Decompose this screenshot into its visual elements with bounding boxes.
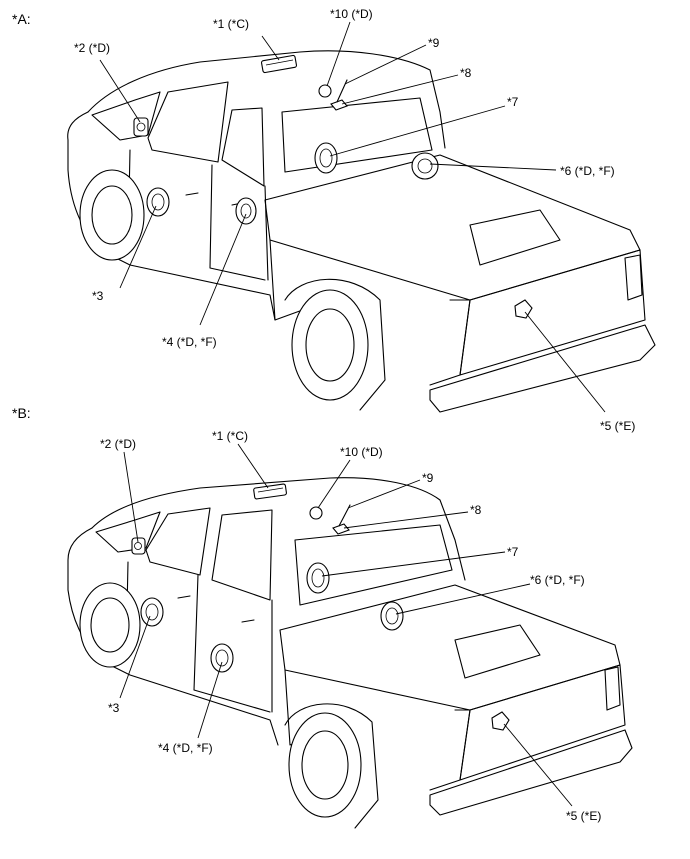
callout-a-5: *5 (*E) (600, 419, 635, 433)
part-b-3-speaker (140, 597, 164, 627)
callout-b-1: *1 (*C) (212, 429, 248, 443)
callout-a-1: *1 (*C) (213, 17, 249, 31)
callout-a-8: *8 (460, 66, 472, 80)
truck-b-roof (91, 477, 466, 581)
part-a-5-sensor (514, 299, 533, 319)
part-b-7-speaker (306, 562, 330, 594)
truck-a-rocker (99, 249, 276, 321)
truck-a-back-glass (281, 97, 433, 173)
callout-a-10: *10 (*D) (330, 7, 373, 21)
part-a-7-speaker (314, 142, 338, 174)
truck-b-rear-wheel (288, 712, 362, 818)
truck-a-fender (284, 278, 386, 411)
callout-a-9: *9 (428, 36, 440, 50)
truck-a-front-window (147, 81, 229, 163)
leaders-a (99, 21, 606, 413)
callout-b-9: *9 (422, 471, 434, 485)
part-b-10-module (309, 506, 323, 520)
callout-b-8: *8 (470, 503, 482, 517)
part-b-4-speaker (210, 643, 234, 673)
truck-b-rocker (99, 659, 279, 746)
section-a-label: *A: (12, 11, 31, 27)
part-a-2-tweeter (133, 117, 149, 137)
part-a-6-speaker (411, 152, 439, 180)
truck-b-front-window (145, 507, 211, 576)
truck-b-fender (284, 703, 379, 829)
truck-b-taillight (604, 666, 621, 711)
truck-a-outline (67, 50, 656, 413)
part-a-8-antenna-base (330, 99, 348, 111)
callout-b-2: *2 (*D) (100, 437, 136, 451)
truck-b-bumper (429, 729, 633, 816)
part-a-1-roof-unit (260, 54, 298, 74)
part-a-4-speaker (235, 197, 257, 225)
part-a-10-module (318, 84, 332, 98)
section-b: *B: (12, 405, 633, 829)
parts-b (131, 483, 510, 731)
truck-b-bed-rail (279, 584, 621, 711)
truck-b-back-glass (294, 524, 453, 606)
truck-b-windshield (95, 511, 161, 553)
truck-b-door-lines (125, 561, 273, 713)
truck-a-rear-wheel (291, 289, 369, 401)
truck-b-tailgate (459, 664, 626, 781)
truck-a-bumper (429, 324, 656, 413)
callout-b-6: *6 (*D, *F) (530, 573, 585, 587)
callout-b-5: *5 (*E) (566, 809, 601, 823)
callout-a-3: *3 (92, 289, 104, 303)
callouts-a: *1 (*C) *2 (*D) *3 *4 (*D, *F) *5 (*E) *… (74, 7, 635, 433)
part-b-8-antenna-base (332, 523, 350, 535)
truck-a-door-handles (185, 192, 243, 206)
section-a: *A: (12, 7, 656, 433)
truck-b-bed-inner (454, 624, 541, 679)
truck-a-taillight (624, 254, 643, 301)
callout-b-7: *7 (507, 545, 519, 559)
callout-a-2: *2 (*D) (74, 41, 110, 55)
truck-b-front-wheel (79, 582, 141, 668)
callout-a-7: *7 (507, 95, 519, 109)
truck-a-rear-window (221, 107, 265, 187)
truck-b-outline (67, 477, 633, 829)
truck-b-door-handles (177, 595, 255, 623)
callout-a-6: *6 (*D, *F) (560, 164, 615, 178)
part-b-6-speaker (380, 601, 404, 631)
parts-a (133, 54, 533, 319)
truck-a-roof (87, 50, 446, 149)
section-b-label: *B: (12, 405, 31, 421)
part-b-2-tweeter (131, 537, 146, 555)
truck-a-tailgate (459, 249, 646, 376)
callout-b-4: *4 (*D, *F) (158, 741, 213, 755)
part-b-1-roof-unit (253, 483, 287, 500)
truck-b-rear-hub (301, 730, 349, 800)
part-b-9-antenna (338, 504, 351, 527)
truck-a-bed-inner (469, 209, 561, 266)
truck-b-rear-window (211, 509, 273, 601)
callout-b-3: *3 (108, 701, 120, 715)
leaders-b (119, 443, 573, 807)
truck-a-rear-hub (305, 308, 355, 382)
truck-a-front-hub (91, 185, 133, 245)
callouts-b: *1 (*C) *2 (*D) *3 *4 (*D, *F) *5 (*E) *… (100, 429, 601, 823)
callout-b-10: *10 (*D) (340, 445, 383, 459)
part-a-3-speaker (146, 187, 170, 217)
callout-a-4: *4 (*D, *F) (162, 335, 217, 349)
truck-b-front-hub (90, 597, 130, 653)
truck-a-front-wheel (79, 169, 145, 261)
